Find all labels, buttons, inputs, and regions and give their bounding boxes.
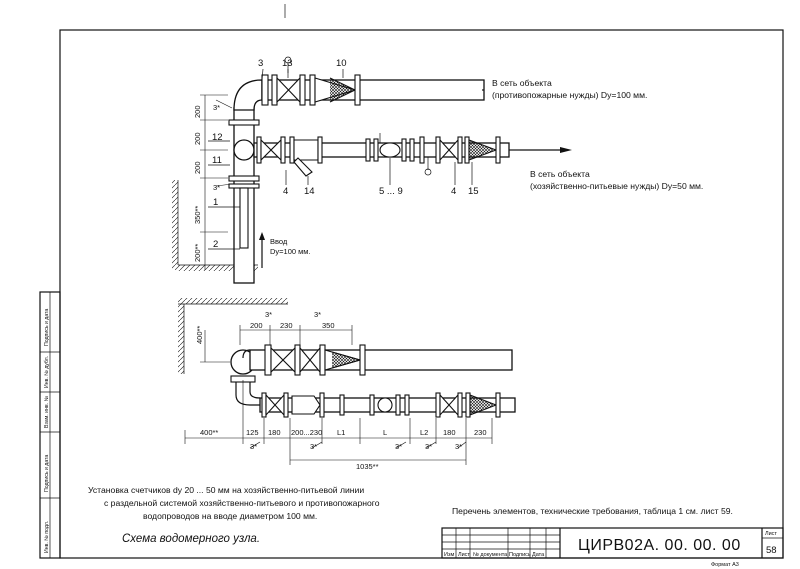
- plan-dim-l2: L2: [420, 428, 428, 437]
- plan-dim-230-b: 230: [474, 428, 487, 437]
- plan-dim-400-v: 400**: [195, 326, 204, 344]
- domestic-check-valve: [468, 139, 498, 161]
- plan-dim-125: 125: [246, 428, 259, 437]
- inlet-line2: Dy=100 мм.: [270, 247, 311, 256]
- domestic-outlet-line1: В сеть объекта: [530, 169, 590, 179]
- caption-title: Схема водомерного узла.: [122, 533, 260, 545]
- plan-dim-400: 400**: [200, 428, 218, 437]
- pos-5-9: 5 ... 9: [379, 186, 403, 197]
- stamp-header-sign: Подпись: [509, 552, 531, 558]
- plan-dim-star-4: 3*: [425, 442, 432, 451]
- plan-dim-star-1: 3*: [250, 442, 257, 451]
- elevation-scheme: [172, 56, 572, 284]
- side-vzam-inv: Взам. инв. №: [44, 395, 50, 428]
- fire-outlet-line1: В сеть объекта: [492, 78, 552, 88]
- fire-outlet-line2: (противопожарные нужды) Dy=100 мм.: [492, 90, 647, 100]
- domestic-tee: [233, 139, 255, 161]
- stamp-header-date: Дата: [532, 552, 545, 558]
- wall-hatch: [172, 180, 178, 270]
- plan-scheme: [178, 298, 516, 465]
- pos-12: 12: [212, 132, 223, 143]
- side-sign-date-2: Подпись и дата: [44, 455, 50, 492]
- plan-dimension-labels: 200 230 350 3* 3* 400** 400** 125 180 20…: [195, 310, 487, 471]
- water-meter: [379, 142, 401, 158]
- domestic-outlet-line2: (хозяйственно-питьевые нужды) Dy=50 мм.: [530, 181, 703, 191]
- pos-11: 11: [212, 155, 222, 166]
- stamp-code: ЦИРВ02А. 00. 00. 00: [578, 537, 741, 554]
- top-position-labels: 3 13 10 12 11 1 2 4 14 5 ... 9 4 15: [212, 58, 479, 250]
- dim-200-a: 200: [193, 105, 202, 118]
- outlet-labels: В сеть объекта (противопожарные нужды) D…: [270, 78, 703, 256]
- side-inv-dubl: Инв. № дубл.: [44, 356, 50, 388]
- plan-dim-1035: 1035**: [356, 462, 379, 471]
- stamp-format: Формат А3: [711, 562, 739, 568]
- plan-dim-star-b: 3*: [314, 310, 321, 319]
- plan-dim-350: 350: [322, 321, 335, 330]
- floor-hatch: [178, 265, 258, 271]
- pos-10: 10: [336, 58, 347, 69]
- dim-star-b: 3*: [213, 183, 220, 192]
- dim-200-c: 200: [193, 161, 202, 174]
- caption-line2: с раздельной системой хозяйственно-питье…: [104, 498, 380, 508]
- pos-2: 2: [213, 239, 218, 250]
- plan-dim-180-b: 180: [443, 428, 456, 437]
- dim-star-a: 3*: [213, 103, 220, 112]
- domestic-outlet-arrow: [560, 147, 572, 153]
- plan-dim-l1: L1: [337, 428, 345, 437]
- side-stamp-text: Подпись и дата Инв. № дубл. Взам. инв. №…: [44, 309, 50, 553]
- plan-dim-230: 230: [280, 321, 293, 330]
- stamp-sheet-number: 58: [766, 545, 777, 556]
- plan-side-hatch: [178, 304, 184, 374]
- plan-dim-star-5: 3*: [455, 442, 462, 451]
- inlet-line1: Ввод: [270, 237, 288, 246]
- stamp-sheet-label: Лист: [765, 531, 777, 537]
- pos-1: 1: [213, 197, 218, 208]
- side-stamp: [39, 291, 61, 559]
- plan-water-meter: [377, 397, 393, 413]
- side-inv-podl: Инв. № подл.: [44, 521, 50, 553]
- dim-200-b: 200: [193, 132, 202, 145]
- stamp-header-list: Лист: [458, 552, 470, 558]
- plan-dim-star-a: 3*: [265, 310, 272, 319]
- pos-13: 13: [282, 58, 293, 69]
- dim-200-d: 200**: [193, 244, 202, 262]
- caption-line3: водопроводов на вводе диаметром 100 мм.: [143, 511, 317, 521]
- plan-dim-star-3: 3*: [395, 442, 402, 451]
- strainer: [293, 139, 319, 161]
- stamp-header-doc: № документа: [473, 552, 508, 558]
- plan-wall-hatch: [178, 298, 288, 304]
- plan-dim-180-a: 180: [268, 428, 281, 437]
- title-block-text: Изм Лист № документа Подпись Дата ЦИРВ02…: [444, 531, 777, 568]
- inlet-arrow-icon: [259, 232, 265, 240]
- plan-dim-200-230: 200...230: [291, 428, 322, 437]
- reference-note: Перечень элементов, технические требован…: [452, 506, 733, 516]
- pos-3: 3: [258, 58, 263, 69]
- pos-4a: 4: [283, 186, 288, 197]
- dim-350: 350**: [193, 206, 202, 224]
- pos-15: 15: [468, 186, 479, 197]
- outer-frame: [59, 29, 784, 559]
- plan-dim-l: L: [383, 428, 387, 437]
- pos-14: 14: [304, 186, 315, 197]
- plan-dim-star-2: 3*: [310, 442, 317, 451]
- caption-line1: Установка счетчиков dy 20 ... 50 мм на х…: [88, 485, 364, 495]
- plan-dim-200: 200: [250, 321, 263, 330]
- caption-block: Установка счетчиков dy 20 ... 50 мм на х…: [88, 485, 733, 545]
- title-block: [441, 527, 784, 559]
- fire-elbow: [233, 79, 263, 111]
- top-dimension-labels: 200 200 200 350** 200** 3* 3*: [193, 103, 220, 262]
- side-sign-date-1: Подпись и дата: [44, 309, 50, 346]
- stamp-header-izm: Изм: [444, 552, 454, 558]
- pos-4b: 4: [451, 186, 456, 197]
